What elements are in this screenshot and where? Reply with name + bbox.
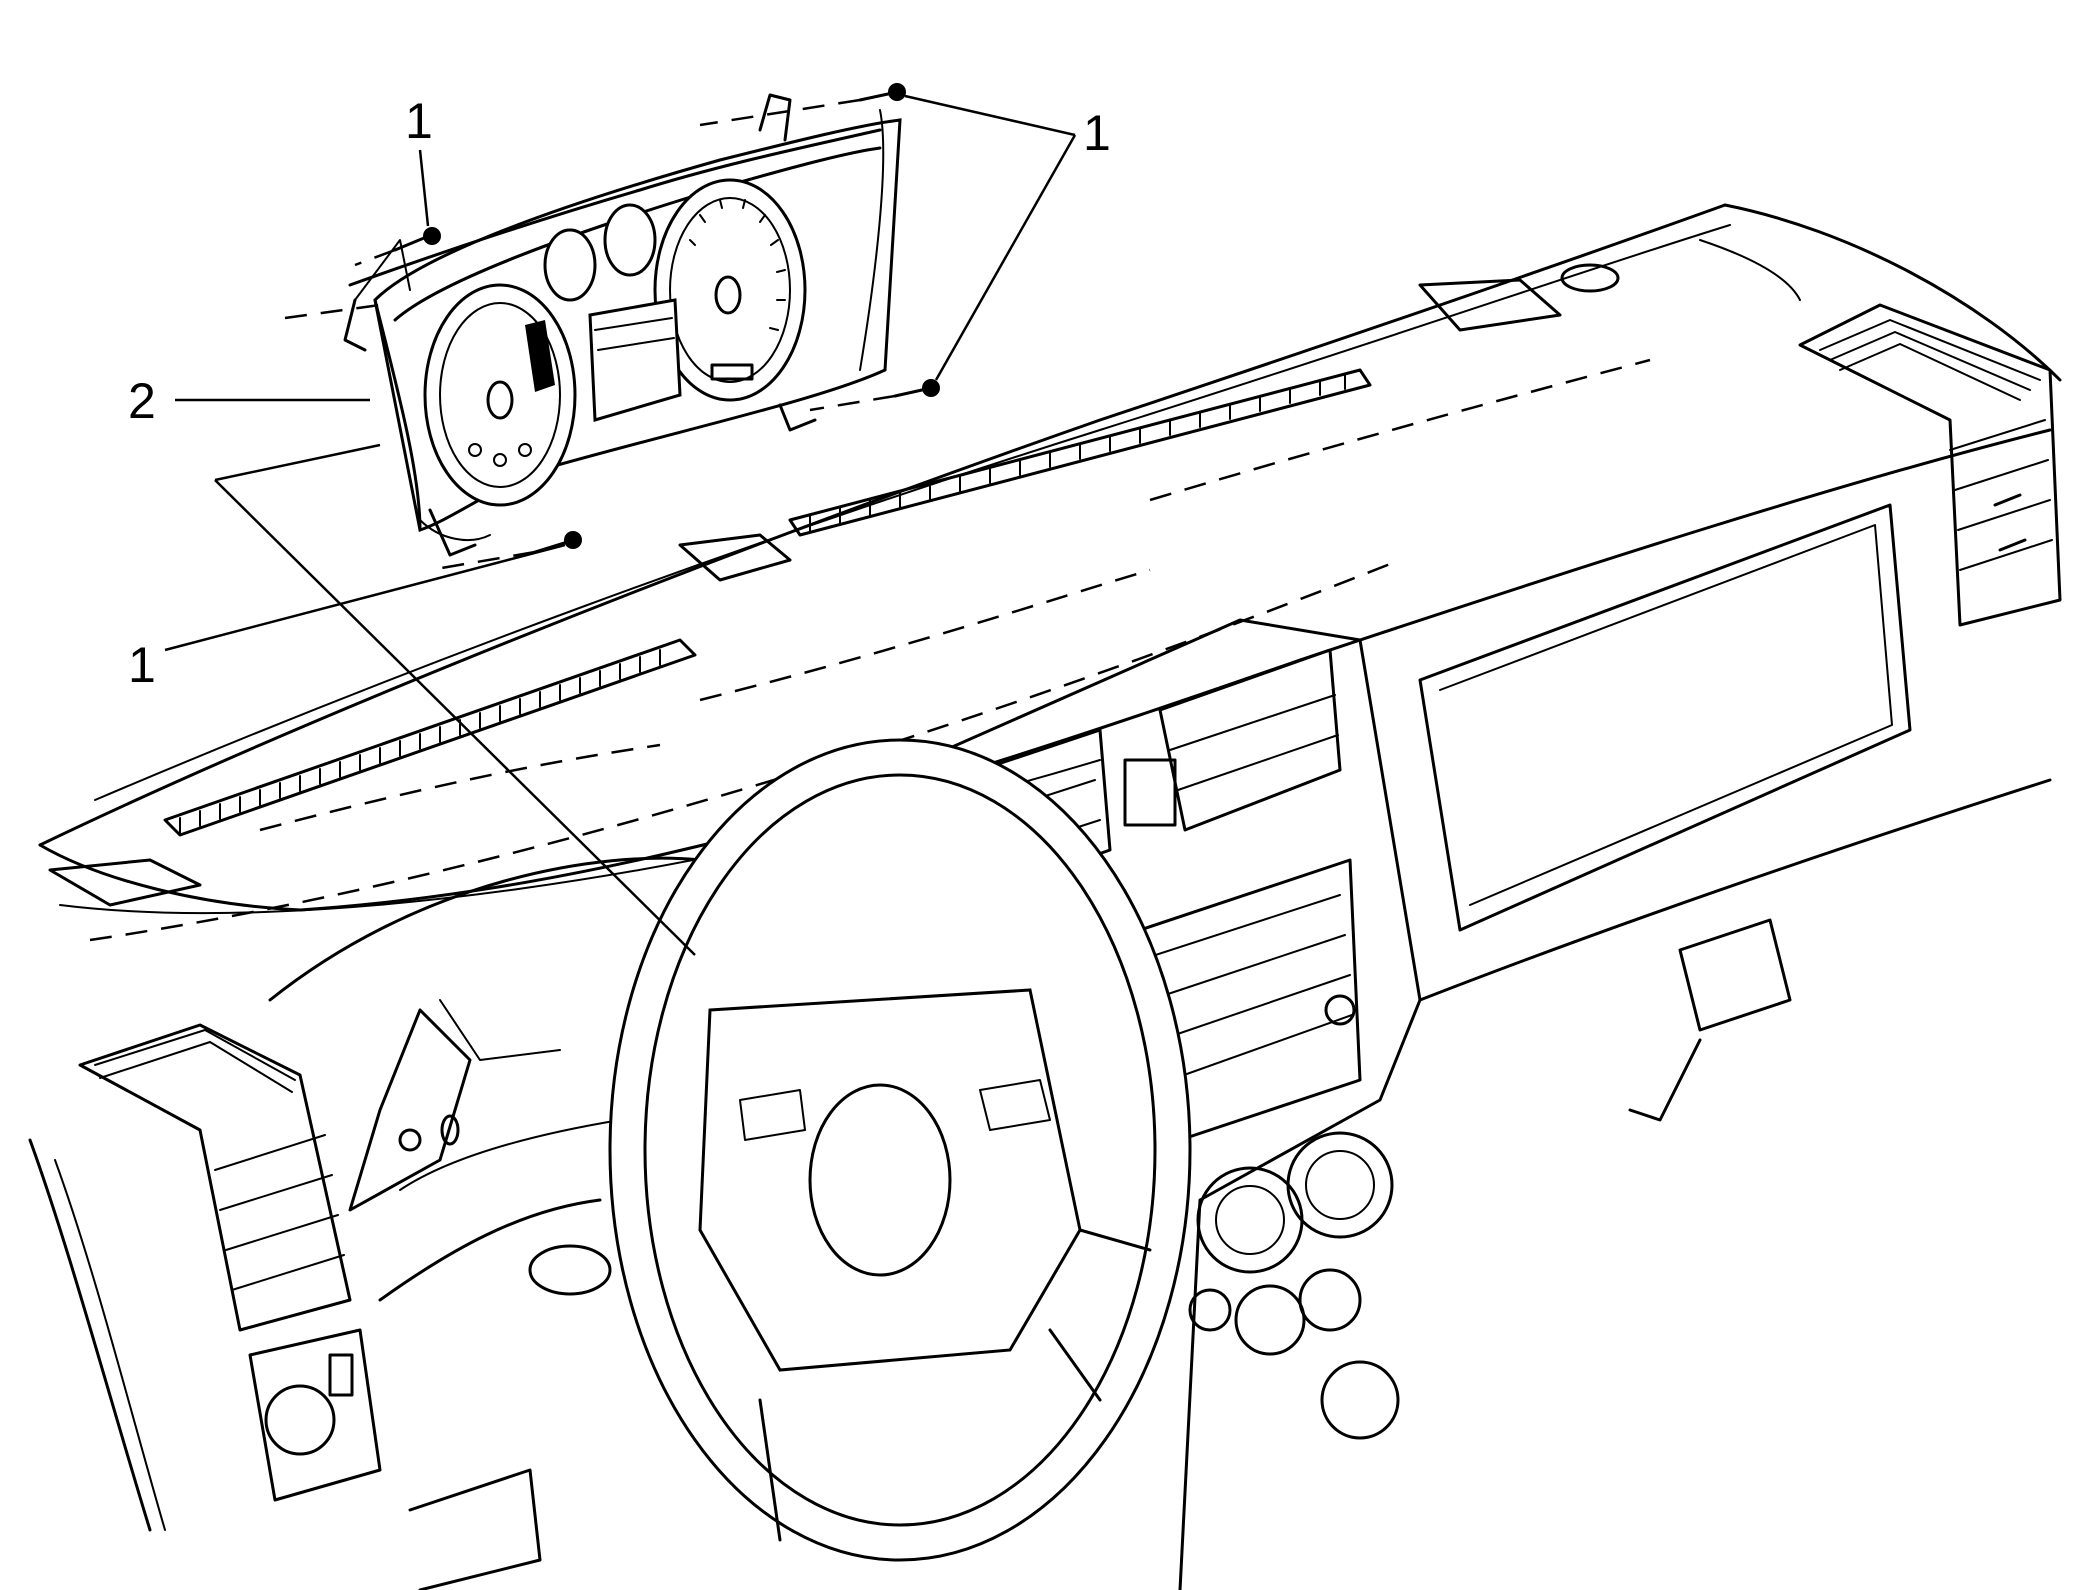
projection-line-bottom bbox=[214, 479, 696, 956]
hvac-knob-right bbox=[1286, 1131, 1394, 1239]
glove-box-top bbox=[1418, 778, 2052, 1002]
speaker-grille-left bbox=[48, 858, 202, 907]
fasteners bbox=[284, 83, 940, 572]
fastener-top-right bbox=[699, 83, 906, 127]
ignition-switch bbox=[528, 1244, 612, 1296]
defrost-vent-left bbox=[163, 638, 697, 837]
fastener-bottom bbox=[429, 531, 582, 572]
center-vent-right bbox=[1158, 648, 1342, 832]
headlamp-switch-panel bbox=[248, 1328, 382, 1502]
fastener-top-left bbox=[354, 227, 441, 267]
callout-fastener-top-left: 1 bbox=[405, 93, 433, 149]
hvac-button-left bbox=[1234, 1284, 1306, 1356]
air-vent-right bbox=[1798, 303, 2062, 627]
callout-cluster: 2 bbox=[128, 373, 156, 429]
fuel-gauge bbox=[543, 228, 597, 302]
odometer-display bbox=[710, 363, 754, 381]
steering-wheel bbox=[608, 738, 1192, 1562]
hvac-knob-left bbox=[1196, 1166, 1304, 1274]
hazard-switch bbox=[1123, 758, 1177, 827]
projection-line-top bbox=[214, 443, 381, 482]
auxiliary-knob bbox=[1320, 1360, 1400, 1440]
speaker-grille-right bbox=[1418, 278, 1562, 332]
temperature-gauge bbox=[603, 203, 657, 277]
instrument-cluster bbox=[343, 93, 902, 557]
callout-fastener-top-right: 1 bbox=[1083, 105, 1111, 161]
leader-fastener-top-right-b bbox=[934, 134, 1077, 381]
glove-box-handle bbox=[1678, 918, 1792, 1032]
airbag-emblem bbox=[808, 1083, 952, 1277]
driver-information-display bbox=[588, 298, 682, 422]
speaker-grille-center bbox=[678, 533, 792, 582]
center-stack bbox=[898, 618, 1422, 1590]
radio-knob bbox=[1324, 994, 1356, 1026]
callout-fastener-bottom: 1 bbox=[128, 637, 156, 693]
leader-fastener-top-right-a bbox=[904, 94, 1076, 137]
defrost-vent-center bbox=[788, 368, 1372, 537]
column-cover-left bbox=[348, 1008, 472, 1212]
air-vent-left bbox=[78, 1023, 352, 1332]
wheel-switch-left bbox=[739, 1089, 806, 1141]
fastener-right-mid bbox=[809, 379, 940, 412]
wheel-switch-right bbox=[979, 1079, 1051, 1131]
hvac-button-right bbox=[1298, 1268, 1362, 1332]
passenger-trim-panel bbox=[1418, 503, 1912, 932]
leader-lines bbox=[164, 94, 1077, 956]
leader-fastener-top-left bbox=[418, 149, 430, 227]
airbag-module bbox=[698, 988, 1082, 1372]
small-switch bbox=[1188, 1288, 1232, 1332]
headlamp-switch bbox=[264, 1384, 336, 1456]
sunload-sensor bbox=[1560, 263, 1620, 293]
dimmer-wheel bbox=[328, 1353, 354, 1397]
leader-fastener-bottom bbox=[164, 543, 566, 652]
